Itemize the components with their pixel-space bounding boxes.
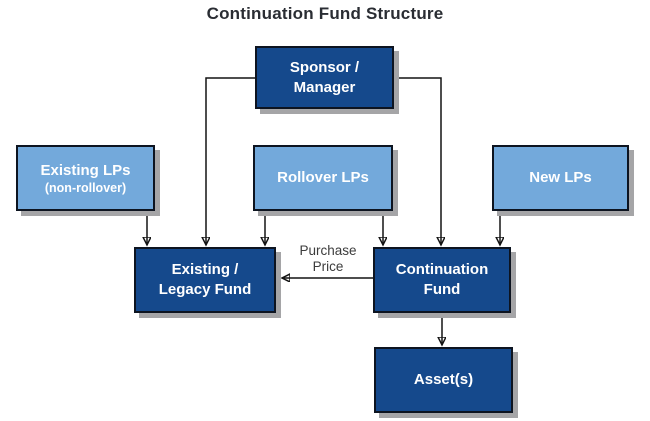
node-label: Existing LPs xyxy=(40,161,131,179)
node-existing-lps: Existing LPs (non-rollover) xyxy=(16,145,155,211)
purchase-price-line: Purchase xyxy=(299,243,357,258)
node-label: New LPs xyxy=(529,169,592,186)
node-rollover-lps: Rollover LPs xyxy=(253,145,393,211)
node-label: Continuation xyxy=(395,261,489,278)
diagram-title: Continuation Fund Structure xyxy=(206,4,444,23)
purchase-price-label: Purchase Price xyxy=(285,243,371,275)
node-label: Legacy Fund xyxy=(158,281,252,298)
node-existing-legacy-fund: Existing / Legacy Fund xyxy=(134,247,276,313)
node-label: Sponsor / xyxy=(289,58,360,76)
edge-sponsor-to-continuation-fund xyxy=(394,77,441,245)
purchase-price-line: Price xyxy=(312,259,344,274)
node-assets: Asset(s) xyxy=(374,347,513,413)
node-label: Existing / xyxy=(171,261,239,278)
node-sublabel: (non-rollover) xyxy=(44,180,127,195)
node-new-lps: New LPs xyxy=(492,145,629,211)
edge-sponsor-to-legacy-fund xyxy=(206,77,255,245)
node-label: Rollover LPs xyxy=(277,169,369,186)
node-label: Manager xyxy=(293,78,356,96)
node-label: Asset(s) xyxy=(413,371,474,388)
node-label: Fund xyxy=(423,281,461,298)
node-sponsor-manager: Sponsor / Manager xyxy=(255,46,394,109)
node-continuation-fund: Continuation Fund xyxy=(373,247,511,313)
